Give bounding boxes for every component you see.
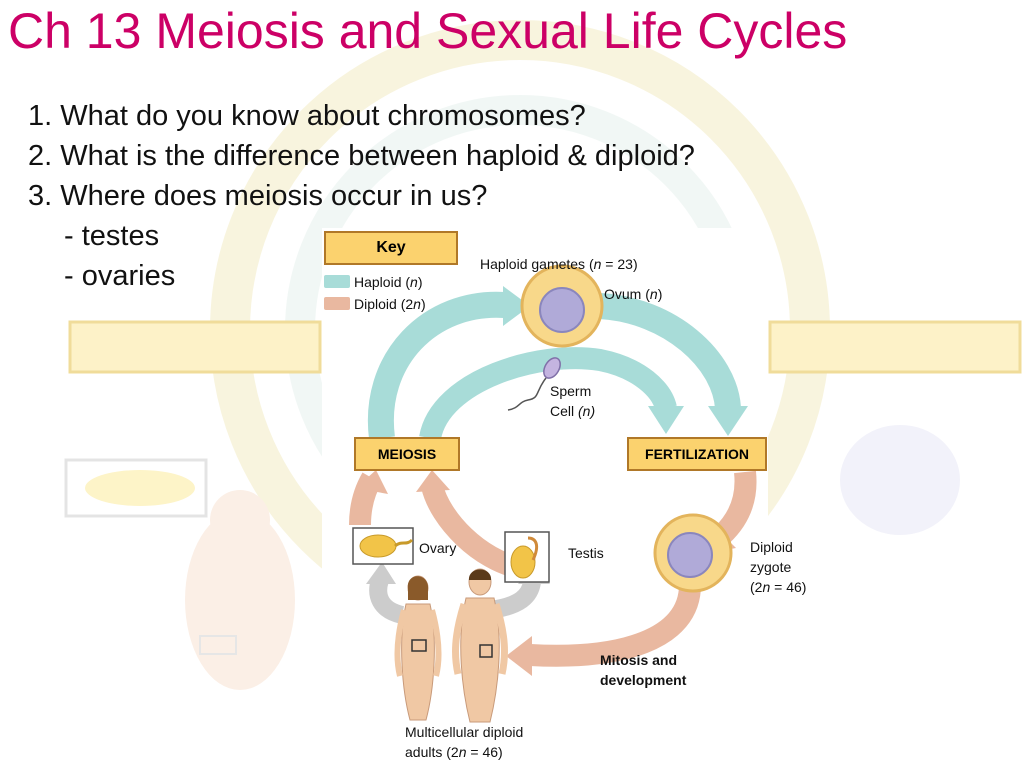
answer-ovaries: - ovaries xyxy=(64,260,176,292)
diploid-swatch xyxy=(324,297,350,310)
diploid-arrow-bottom xyxy=(529,584,701,667)
haploid-gametes-label: Haploid gametes (n = 23) xyxy=(480,256,638,272)
question-list: 1. What do you know about chromosomes? 2… xyxy=(28,96,695,296)
sperm-head xyxy=(543,357,561,379)
diploid-arrowhead-bottom xyxy=(506,636,532,676)
diploid-key-label: Diploid (2n) xyxy=(354,296,426,312)
sperm-tail xyxy=(507,377,547,411)
ovary-label: Ovary xyxy=(419,540,457,556)
haploid-arrow-inner xyxy=(419,347,677,441)
slide-title: Ch 13 Meiosis and Sexual Life Cycles xyxy=(8,3,848,59)
haploid-arrow-outer-left xyxy=(367,291,506,440)
question-1: 1. What do you know about chromosomes? xyxy=(28,100,586,132)
question-3: 3. Where does meiosis occur in us? xyxy=(28,180,488,212)
zygote-label: Diploid zygote (2n = 46) xyxy=(750,539,807,595)
grey-arrowhead-ovary xyxy=(366,562,396,584)
adults-label: Multicellular diploid adults (2n = 46) xyxy=(405,724,524,760)
oviduct xyxy=(394,538,414,548)
meiosis-box: MEIOSIS xyxy=(354,437,460,471)
male-gonad-marker xyxy=(479,644,493,658)
testis-shape xyxy=(510,545,536,579)
diploid-arrowhead-left-outer xyxy=(356,470,388,494)
diploid-arrowhead-left-inner xyxy=(416,470,450,492)
haploid-arrowhead-outer-right xyxy=(708,406,748,436)
ovary-shape xyxy=(359,534,397,558)
testis-label: Testis xyxy=(568,545,604,561)
vas-deferens xyxy=(527,536,539,561)
zygote-nucleus xyxy=(667,532,713,578)
life-cycle-diagram xyxy=(322,228,768,768)
answer-testes: - testes xyxy=(64,220,160,252)
ovum-nucleus xyxy=(539,287,585,333)
ovum-label: Ovum (n) xyxy=(604,286,663,302)
diploid-arrow-right xyxy=(714,470,757,544)
fertilization-box: FERTILIZATION xyxy=(627,437,767,471)
haploid-arrowhead-inner xyxy=(648,406,684,434)
key-title-box: Key xyxy=(324,231,458,265)
haploid-swatch xyxy=(324,275,350,288)
question-2: 2. What is the difference between haploi… xyxy=(28,140,695,172)
haploid-key-label: Haploid (n) xyxy=(354,274,423,290)
male-figure xyxy=(452,568,508,723)
female-hair xyxy=(407,576,429,600)
mitosis-label: Mitosis and development xyxy=(600,652,687,688)
sperm-label: Sperm Cell (n) xyxy=(550,383,596,419)
haploid-arrow-outer-right xyxy=(598,293,741,410)
male-hair xyxy=(468,569,492,580)
female-gonad-marker xyxy=(411,639,427,652)
haploid-arrowhead-outer-left xyxy=(503,286,530,326)
